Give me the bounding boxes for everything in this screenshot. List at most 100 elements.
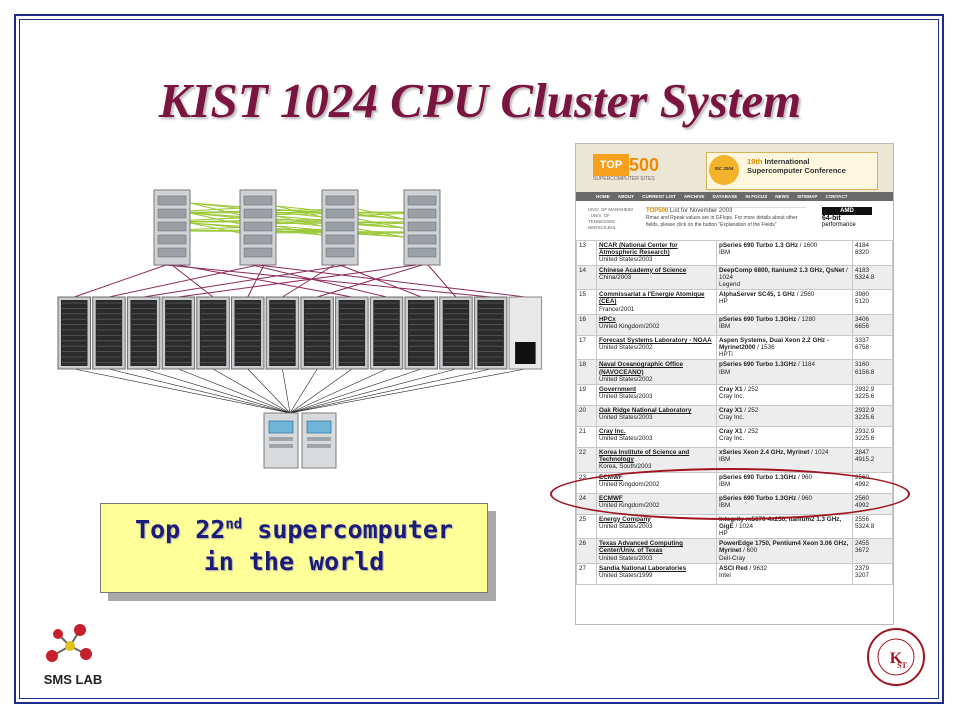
top500-navbar: HOME ABOUT CURRENT LIST ARCHIVE DATABASE…: [576, 192, 893, 201]
conference-title: 19th International Supercomputer Confere…: [747, 157, 846, 175]
nav-news[interactable]: NEWS: [775, 194, 790, 199]
kist-seal-icon: K ST: [867, 628, 925, 686]
site-link[interactable]: Naval Oceanographic Office (NAVOCEANO): [599, 361, 683, 376]
site-link[interactable]: Texas Advanced Computing Center/Univ. of…: [599, 540, 683, 555]
rack-door: [269, 300, 296, 366]
rack-cable: [427, 264, 457, 298]
nav-database[interactable]: DATABASE: [712, 194, 738, 199]
isc-conference-banner[interactable]: ISC 2004 19th International Supercompute…: [706, 152, 878, 190]
rank-number: 20: [579, 407, 587, 415]
site-link[interactable]: Cray Inc.: [599, 428, 626, 436]
nav-current-list[interactable]: CURRENT LIST: [642, 194, 676, 199]
switch-module: [325, 208, 355, 219]
site-link[interactable]: Forecast Systems Laboratory - NOAA: [599, 336, 712, 344]
rack-door: [442, 300, 470, 366]
site-link[interactable]: Energy Company: [599, 515, 651, 523]
molecule-icon: [46, 624, 92, 662]
site-link[interactable]: Government: [599, 386, 637, 394]
rank-cell: 21: [576, 426, 597, 449]
nav-archive[interactable]: ARCHIVE: [683, 194, 705, 199]
rack-cable: [251, 264, 387, 298]
rack-cable: [257, 264, 526, 298]
site-link[interactable]: Sandia National Laboratories: [599, 564, 687, 572]
rack-door: [95, 300, 123, 366]
amd-logo: AMD: [822, 207, 872, 215]
amd-line1: 64-bit: [822, 215, 841, 222]
svg-text:ST: ST: [897, 661, 907, 670]
rack-open-unit: [515, 342, 536, 364]
top500-ranking-table: 13 NCAR (National Center for Atmospheric …: [576, 240, 893, 585]
site-link[interactable]: NCAR (National Center for Atmospheric Re…: [599, 242, 678, 257]
rack-door: [61, 300, 88, 366]
amd-ad[interactable]: AMD 64-bit performance: [822, 207, 872, 233]
rack-door: [338, 300, 366, 366]
frontend-cable: [289, 368, 491, 414]
system-vendor: Cray Inc.: [719, 414, 745, 422]
rank-cell: 15: [576, 289, 597, 315]
system-name: Cray X1: [719, 407, 743, 415]
conference-line1: International: [762, 157, 810, 166]
frontend-cable: [212, 368, 291, 414]
switch-module: [157, 247, 187, 258]
processor-count: / 1024: [733, 522, 753, 530]
nav-in-focus[interactable]: IN FOCUS: [745, 194, 768, 199]
site-cell: Naval Oceanographic Office (NAVOCEANO)Un…: [596, 359, 717, 386]
system-vendor: IBM: [719, 323, 731, 331]
nav-contact[interactable]: CONTACT: [825, 194, 848, 199]
system-name: Cray X1: [719, 386, 743, 394]
system-name: Cray X1: [719, 428, 743, 436]
site-link[interactable]: HPCx: [599, 315, 616, 323]
rpeak: 5324.8: [855, 522, 875, 530]
svg-text:K: K: [890, 650, 903, 667]
rack-cable: [339, 264, 422, 298]
slide-frame-outer: [14, 14, 944, 704]
system-vendor: IBM: [719, 249, 731, 257]
list-info: UNIV. OF MANNHEIM · UNIV. OF TENNESSEE ·…: [576, 201, 893, 239]
logo-top: TOP: [593, 154, 629, 176]
frontend-cable: [289, 368, 318, 414]
rack-cable: [171, 264, 214, 298]
rank-callout: Top 22nd supercomputer in the world: [100, 503, 488, 593]
rack-door: [408, 300, 435, 366]
switch-module: [325, 247, 355, 258]
site-link[interactable]: Korea Institute of Science and Technolog…: [599, 449, 690, 464]
rpeak: 6656: [855, 323, 870, 331]
system-name: pSeries 690 Turbo 1.3GHz: [719, 361, 797, 369]
nav-about[interactable]: ABOUT: [617, 194, 635, 199]
rack-cable: [282, 264, 335, 298]
site-location: United States/2003: [599, 256, 653, 264]
rack-cable: [165, 264, 491, 298]
callout-line2: in the world: [203, 547, 385, 576]
system-vendor: Dell-Cray: [719, 554, 746, 562]
site-link[interactable]: Oak Ridge National Laboratory: [599, 407, 692, 415]
switch-module: [407, 221, 437, 232]
site-link[interactable]: Commissariat a l'Energie Atomique (CEA): [599, 291, 705, 306]
site-link[interactable]: Chinese Academy of Science: [599, 266, 687, 274]
rank-number: 13: [579, 242, 587, 249]
rank-number: 16: [579, 315, 587, 323]
rank-number: 14: [579, 266, 587, 274]
rack-door: [373, 300, 400, 366]
nav-sitemap[interactable]: SITEMAP: [797, 194, 818, 199]
system-name: ASCI Red: [719, 564, 748, 572]
switch-module: [157, 208, 187, 219]
rank-number: 18: [579, 361, 587, 369]
system-vendor: Legend: [719, 281, 741, 289]
rmax: 3337: [855, 336, 870, 344]
processor-count: / 600: [741, 547, 758, 555]
nav-home[interactable]: HOME: [596, 194, 610, 199]
rank-cell: 13: [576, 240, 597, 266]
